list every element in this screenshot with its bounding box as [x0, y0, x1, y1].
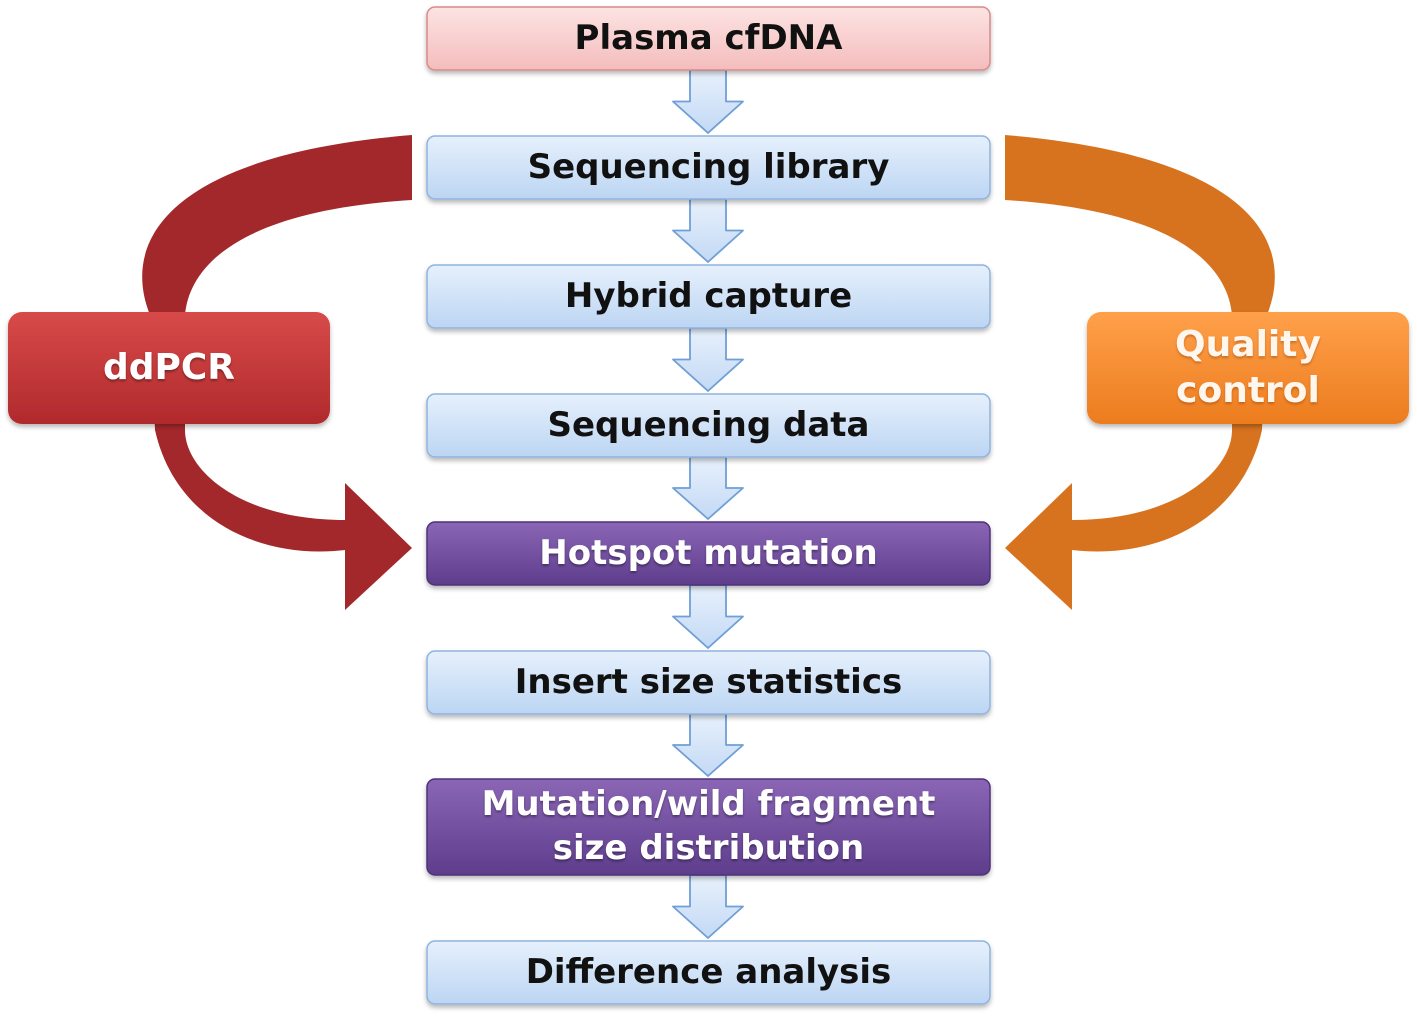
side-boxes: [8, 312, 1409, 424]
step-box-seqdata: [426, 393, 991, 458]
ddpcr-curved-arrow: [142, 135, 412, 610]
step-box-difference: [426, 940, 991, 1005]
down-arrow-6: [672, 713, 744, 777]
quality-curved-arrow: [1005, 135, 1275, 610]
down-arrow-4: [672, 456, 744, 520]
step-box-fragment: [426, 778, 991, 876]
down-arrow-3: [672, 327, 744, 392]
down-arrow-1: [672, 69, 744, 134]
quality-control-box: [1087, 312, 1409, 424]
step-box-hotspot: [426, 521, 991, 586]
down-arrow-2: [672, 198, 744, 263]
down-arrow-5: [672, 584, 744, 649]
step-boxes: [426, 6, 991, 1005]
step-box-hybrid: [426, 264, 991, 329]
step-box-plasma: [426, 6, 991, 71]
down-arrow-7: [672, 874, 744, 939]
step-box-insert: [426, 650, 991, 715]
step-box-seqlib: [426, 135, 991, 200]
down-arrows: [672, 69, 744, 939]
ddpcr-box: [8, 312, 330, 424]
